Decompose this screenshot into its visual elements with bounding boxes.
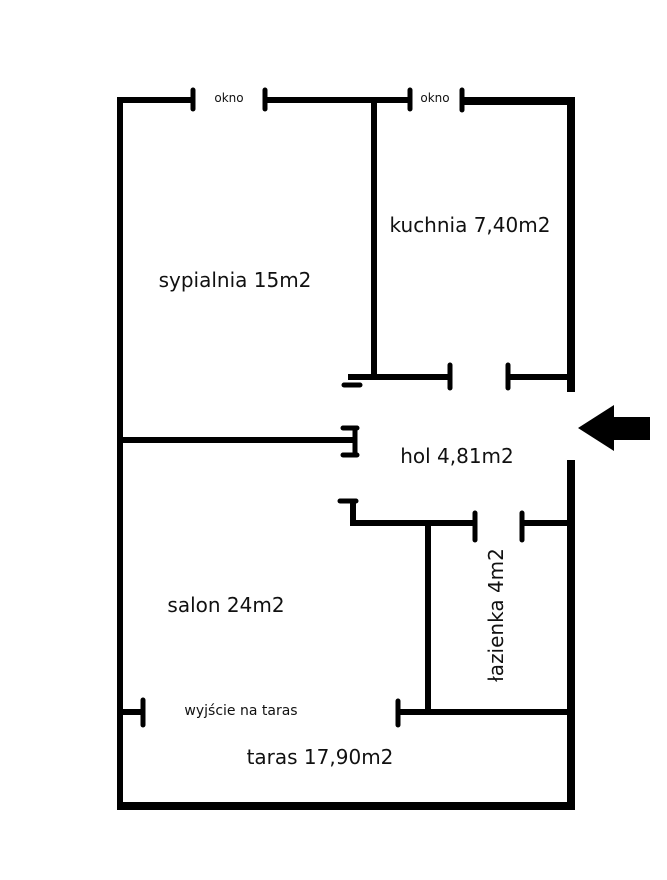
walls bbox=[117, 87, 575, 810]
room-label-bathroom: łazienka 4m2 bbox=[484, 548, 508, 682]
arrow-left-icon bbox=[578, 405, 650, 451]
room-label-hall: hol 4,81m2 bbox=[400, 444, 514, 468]
wall-left-top bbox=[117, 97, 193, 806]
room-label-salon: salon 24m2 bbox=[167, 593, 284, 617]
window-label: okno bbox=[420, 91, 449, 105]
terrace-exit-label: wyjście na taras bbox=[184, 703, 297, 719]
room-label-terrace: taras 17,90m2 bbox=[247, 745, 394, 769]
room-label-kitchen: kuchnia 7,40m2 bbox=[390, 213, 551, 237]
room-label-bedroom: sypialnia 15m2 bbox=[159, 268, 312, 292]
wall-top-right bbox=[462, 97, 575, 392]
wall-hall-bottom bbox=[350, 501, 475, 526]
window-label: okno bbox=[214, 91, 243, 105]
